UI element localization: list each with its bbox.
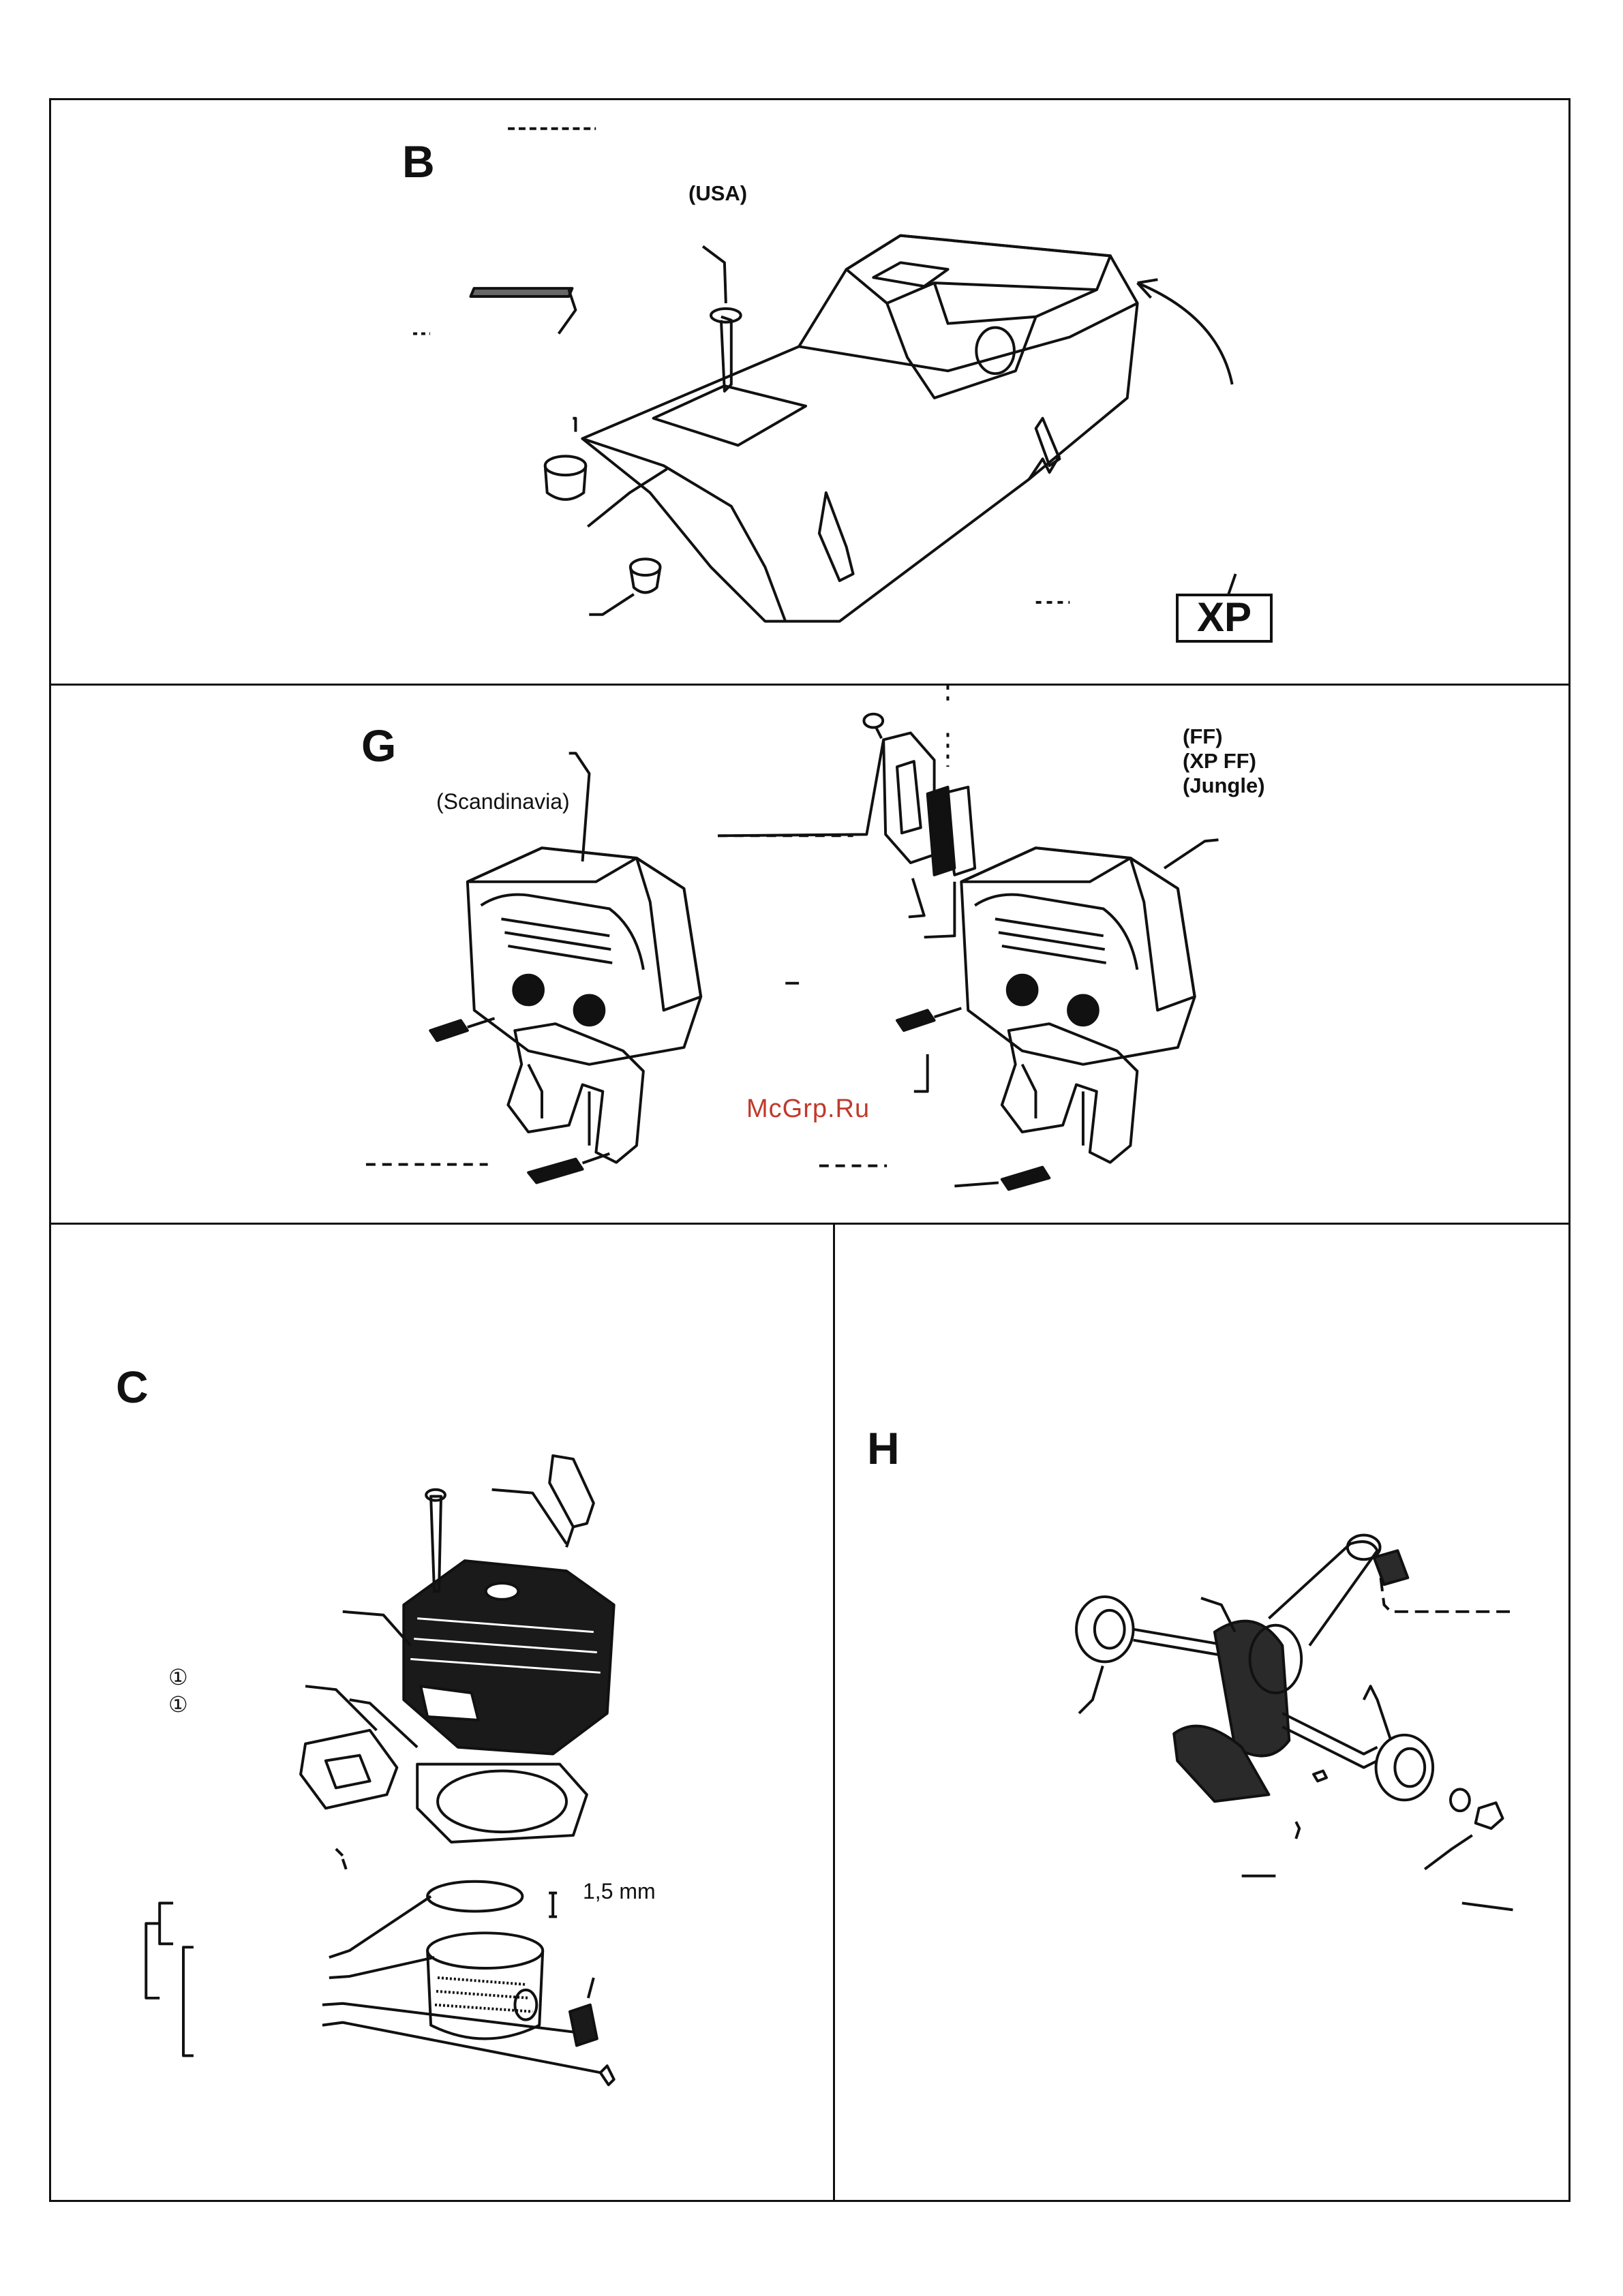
muffler-drawing	[51, 686, 1568, 1223]
circle-marker-2: ①	[168, 1692, 188, 1717]
section-label-g: G	[361, 720, 396, 771]
circle-marker-1: ①	[168, 1664, 188, 1690]
panel-cylinder-cover: B (USA) XP	[49, 98, 1571, 686]
variant-label-jungle: (Jungle)	[1183, 773, 1265, 799]
panel-crankshaft: H	[833, 1223, 1571, 2202]
section-label-b: B	[402, 136, 435, 187]
variant-label-scandinavia: (Scandinavia)	[436, 789, 570, 814]
xp-badge: XP	[1176, 594, 1273, 643]
cylinder-cover-drawing	[51, 100, 1568, 684]
variant-label-usa: (USA)	[688, 181, 747, 206]
watermark: McGrp.Ru	[746, 1095, 870, 1124]
section-label-h: H	[867, 1422, 900, 1474]
panel-cylinder-piston: C ① ① 1,5 mm	[49, 1223, 835, 2202]
ring-dimension-label: 1,5 mm	[583, 1879, 656, 1904]
section-label-c: C	[116, 1361, 149, 1413]
panel-muffler: G (Scandinavia) (FF) (XP FF) (Jungle) Mc…	[49, 684, 1571, 1225]
crankshaft-drawing	[835, 1225, 1568, 2200]
variant-label-xp-ff: (XP FF)	[1183, 748, 1256, 774]
variant-label-ff: (FF)	[1183, 724, 1223, 750]
